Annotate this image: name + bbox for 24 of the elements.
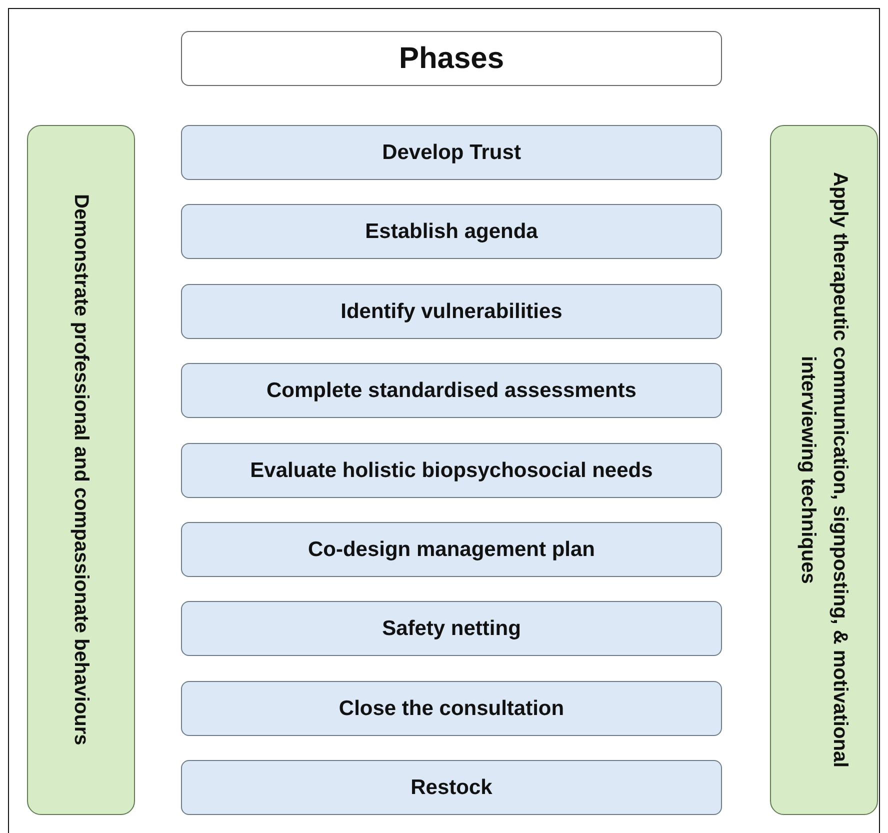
box-label: Safety netting — [382, 616, 521, 642]
box-label: Evaluate holistic biopsychosocial needs — [250, 458, 653, 483]
phase-box — [181, 125, 722, 180]
phase-box — [181, 204, 722, 260]
phase-box — [181, 760, 722, 816]
box-label: Apply therapeutic communication, signposting, & motivational interviewing techniques — [796, 171, 852, 770]
phase-box — [181, 284, 722, 339]
box-label: Phases — [398, 40, 504, 76]
box-label: Complete standardised assessments — [266, 378, 636, 404]
side-box — [770, 125, 878, 815]
header-box — [181, 31, 722, 86]
phase-box — [181, 363, 722, 418]
box-label: Develop Trust — [382, 140, 521, 166]
phase-box — [181, 601, 722, 656]
box-label: Co-design management plan — [308, 536, 596, 562]
box-label: Establish agenda — [365, 219, 538, 244]
side-box — [27, 125, 135, 815]
phase-box — [181, 522, 722, 577]
box-label: Demonstrate professional and compassionate behaviours — [69, 194, 93, 746]
phase-box — [181, 680, 722, 736]
box-label: Restock — [410, 775, 492, 800]
phase-box — [181, 442, 722, 498]
box-label: Close the consultation — [338, 696, 564, 721]
box-label: Identify vulnerabilities — [340, 298, 562, 324]
